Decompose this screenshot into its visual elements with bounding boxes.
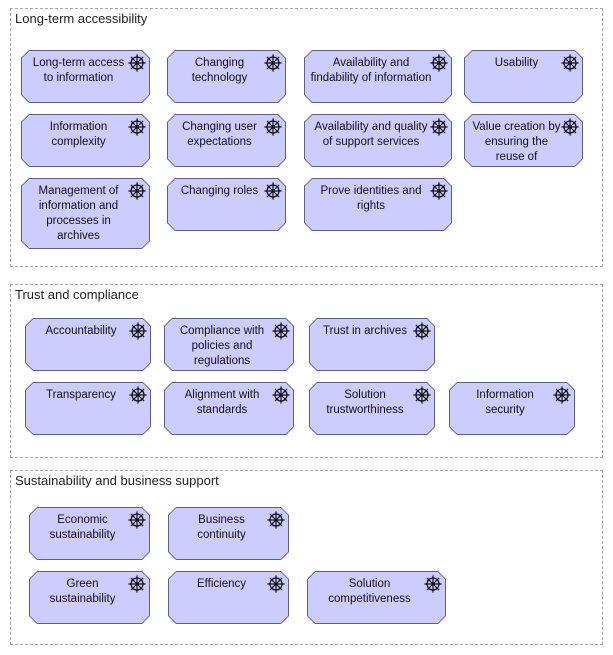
driver-wheel-icon	[561, 118, 579, 136]
driver-wheel-icon	[267, 575, 285, 593]
driver-label: Information security	[476, 389, 534, 416]
driver-wheel-icon	[264, 118, 282, 136]
driver-wheel-icon	[413, 322, 431, 340]
driver-label: Management of information and processes …	[38, 185, 119, 242]
driver-wheel-icon	[128, 118, 146, 136]
driver-changing-technology[interactable]: Changing technology	[167, 50, 286, 103]
driver-solution-competitiveness[interactable]: Solution competitiveness	[307, 571, 446, 624]
driver-management-of-information-and-processes-in-archives[interactable]: Management of information and processes …	[21, 178, 150, 249]
driver-label: Changing user expectations	[182, 121, 257, 148]
driver-wheel-icon	[272, 322, 290, 340]
driver-wheel-icon	[430, 118, 448, 136]
driver-wheel-icon	[128, 54, 146, 72]
driver-label: Long-term access to information	[32, 57, 125, 84]
driver-label: Information complexity	[49, 121, 108, 148]
driver-label: Efficiency	[196, 578, 246, 590]
driver-label: Alignment with standards	[184, 389, 260, 416]
driver-label: Green sustainability	[49, 578, 116, 605]
driver-label: Transparency	[46, 389, 116, 401]
driver-label: Solution competitiveness	[328, 578, 411, 605]
driver-wheel-icon	[430, 182, 448, 200]
driver-wheel-icon	[267, 511, 285, 529]
driver-usability[interactable]: Usability	[464, 50, 583, 103]
driver-transparency[interactable]: Transparency	[25, 382, 151, 435]
driver-wheel-icon	[561, 54, 579, 72]
driver-wheel-icon	[430, 54, 448, 72]
driver-wheel-icon	[129, 322, 147, 340]
driver-label: Economic sustainability	[49, 514, 116, 541]
group-title: Trust and compliance	[15, 287, 139, 302]
driver-prove-identities-and-rights[interactable]: Prove identities and rights	[304, 178, 452, 231]
driver-label: Value creation by ensuring the reuse of	[472, 121, 561, 163]
driver-wheel-icon	[424, 575, 442, 593]
group-title: Sustainability and business support	[15, 473, 219, 488]
driver-wheel-icon	[129, 386, 147, 404]
driver-label: Availability and findability of informat…	[310, 57, 432, 84]
driver-long-term-access-to-information[interactable]: Long-term access to information	[21, 50, 150, 103]
driver-wheel-icon	[553, 386, 571, 404]
driver-wheel-icon	[128, 575, 146, 593]
driver-business-continuity[interactable]: Business continuity	[168, 507, 289, 560]
driver-label: Availability and quality of support serv…	[314, 121, 428, 148]
group-title: Long-term accessibility	[15, 11, 148, 26]
driver-wheel-icon	[128, 511, 146, 529]
driver-alignment-with-standards[interactable]: Alignment with standards	[164, 382, 294, 435]
driver-trust-in-archives[interactable]: Trust in archives	[309, 318, 435, 371]
driver-label: Prove identities and rights	[320, 185, 422, 212]
driver-label: Accountability	[45, 325, 117, 337]
driver-label: Compliance with policies and regulations	[179, 325, 265, 367]
driver-label: Usability	[494, 57, 539, 69]
driver-wheel-icon	[264, 54, 282, 72]
driver-label: Changing roles	[180, 185, 259, 197]
driver-information-security[interactable]: Information security	[449, 382, 575, 435]
driver-label: Business continuity	[197, 514, 246, 541]
driver-economic-sustainability[interactable]: Economic sustainability	[29, 507, 150, 560]
driver-label: Changing technology	[191, 57, 248, 84]
driver-accountability[interactable]: Accountability	[25, 318, 151, 371]
driver-changing-roles[interactable]: Changing roles	[167, 178, 286, 231]
driver-wheel-icon	[264, 182, 282, 200]
driver-solution-trustworthiness[interactable]: Solution trustworthiness	[309, 382, 435, 435]
driver-label: Trust in archives	[323, 325, 407, 337]
driver-wheel-icon	[128, 182, 146, 200]
driver-availability-and-quality-of-support-services[interactable]: Availability and quality of support serv…	[304, 114, 452, 167]
driver-wheel-icon	[413, 386, 431, 404]
driver-efficiency[interactable]: Efficiency	[168, 571, 289, 624]
driver-green-sustainability[interactable]: Green sustainability	[29, 571, 150, 624]
driver-value-creation-by-ensuring-the-reuse-of[interactable]: Value creation by ensuring the reuse of	[464, 114, 583, 167]
driver-changing-user-expectations[interactable]: Changing user expectations	[167, 114, 286, 167]
driver-information-complexity[interactable]: Information complexity	[21, 114, 150, 167]
driver-label: Solution trustworthiness	[326, 389, 404, 416]
driver-wheel-icon	[272, 386, 290, 404]
driver-availability-and-findability-of-information[interactable]: Availability and findability of informat…	[304, 50, 452, 103]
driver-compliance-with-policies-and-regulations[interactable]: Compliance with policies and regulations	[164, 318, 294, 371]
